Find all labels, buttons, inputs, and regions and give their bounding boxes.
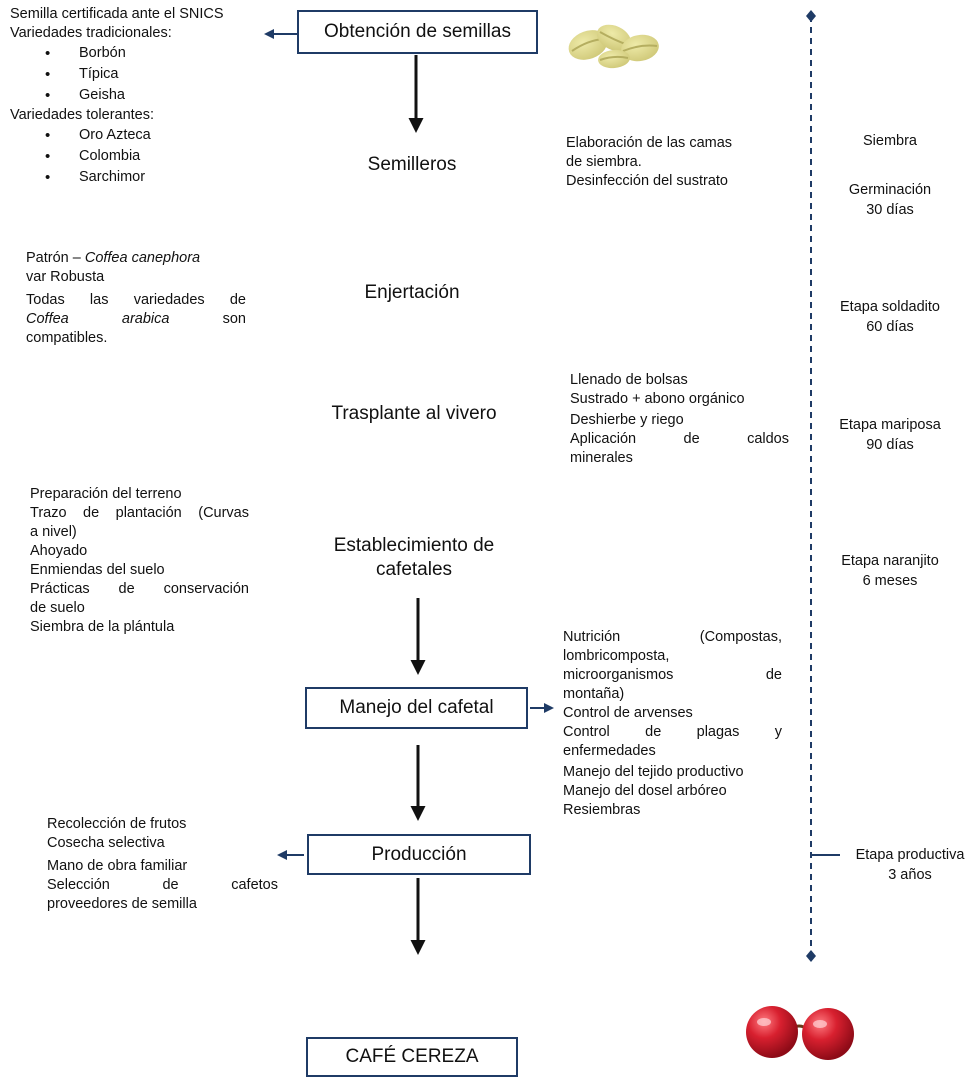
stage-establecimiento-label: Establecimiento de cafetales: [299, 534, 529, 582]
cherry-right: [802, 1008, 854, 1060]
establecimiento-line: Siembra de la plántula: [30, 619, 175, 635]
semilleros-notes: Elaboración de las camas de siembra. Des…: [566, 134, 732, 191]
establecimiento-line: a nivel): [30, 524, 77, 540]
trasplante-line: Sustrado + abono orgánico: [570, 391, 745, 407]
establecimiento-notes: Preparación del terreno Trazo de plantac…: [30, 485, 249, 637]
semilleros-line: Elaboración de las camas: [566, 135, 733, 151]
manejo-line: Control de arvenses: [563, 705, 693, 721]
manejo-line: Control de plagas y: [563, 724, 782, 740]
variety-item: Típica: [10, 64, 224, 85]
semilleros-line: Desinfección del sustrato: [566, 173, 728, 189]
manejo-line: microorganismos de: [563, 667, 782, 683]
produccion-line: proveedores de semilla: [47, 896, 197, 912]
timeline-mariposa: Etapa mariposa 90 días: [839, 417, 941, 453]
stage-enjertacion-label: Enjertación: [364, 282, 460, 303]
variety-item: Oro Azteca: [10, 125, 224, 146]
establecimiento-line: de suelo: [30, 600, 85, 616]
green-coffee-beans-icon: [568, 24, 659, 69]
establecimiento-line: Ahoyado: [30, 543, 88, 559]
stage-establecimiento-line2: cafetales: [375, 559, 453, 580]
tolerantes-list: Oro Azteca Colombia Sarchimor: [10, 125, 224, 188]
manejo-line: Manejo del dosel arbóreo: [563, 783, 727, 799]
stage-manejo-label: Manejo del cafetal: [339, 697, 494, 718]
variety-item: Sarchimor: [10, 167, 224, 188]
establecimiento-line: Preparación del terreno: [30, 486, 182, 502]
species-canephora: Coffea canephora: [84, 250, 201, 266]
trasplante-line: Deshierbe y riego: [570, 412, 684, 428]
semilleros-line: de siembra.: [566, 154, 642, 170]
enjertacion-line1: Patrón – Coffea canephora: [26, 250, 201, 266]
timeline-soldadito: Etapa soldadito 60 días: [840, 299, 940, 335]
stage-establecimiento-line1: Establecimiento de: [333, 535, 495, 556]
produccion-line: Recolección de frutos: [47, 816, 187, 832]
semillas-certificada: Semilla certificada ante el SNICS: [10, 6, 224, 22]
tradicionales-list: Borbón Típica Geisha: [10, 43, 224, 106]
manejo-line: Manejo del tejido productivo: [563, 764, 744, 780]
stage-semilleros-label: Semilleros: [367, 154, 457, 175]
semillas-notes: Semilla certificada ante el SNICS Varied…: [10, 5, 224, 188]
establecimiento-line: Prácticas de conservación: [30, 581, 249, 597]
stage-cafe-cereza-label: CAFÉ CEREZA: [345, 1046, 479, 1067]
stage-manejo-box: Manejo del cafetal: [305, 687, 528, 729]
tradicionales-title: Variedades tradicionales:: [10, 25, 172, 41]
stage-produccion-box: Producción: [307, 834, 531, 875]
trasplante-line: Llenado de bolsas: [570, 372, 688, 388]
manejo-notes: Nutrición (Compostas, lombricomposta, mi…: [563, 628, 782, 820]
bean-3: [621, 34, 659, 62]
tolerantes-title: Variedades tolerantes:: [10, 107, 155, 123]
cherry-left: [746, 1006, 798, 1058]
enjertacion-line5: compatibles.: [26, 330, 108, 346]
establecimiento-line: Trazo de plantación (Curvas: [30, 505, 249, 521]
variety-item: Borbón: [10, 43, 224, 64]
establecimiento-line: Enmiendas del suelo: [30, 562, 165, 578]
trasplante-line: minerales: [570, 450, 633, 466]
timeline-productiva: Etapa productiva 3 años: [855, 847, 965, 883]
manejo-line: lombricomposta,: [563, 648, 670, 664]
stage-obtencion-box: Obtención de semillas: [297, 10, 538, 54]
red-coffee-cherries-icon: [746, 1006, 854, 1060]
stage-obtencion-label: Obtención de semillas: [324, 21, 511, 42]
enjertacion-line4: Coffea arabica son: [26, 311, 246, 327]
enjertacion-line2: var Robusta: [26, 269, 105, 285]
timeline-end-marker: [806, 950, 816, 962]
stage-cafe-cereza-box: CAFÉ CEREZA: [306, 1037, 518, 1077]
produccion-line: Cosecha selectiva: [47, 835, 165, 851]
timeline-siembra: Siembra: [863, 133, 917, 149]
stage-trasplante-label: Trasplante al vivero: [331, 403, 497, 424]
timeline-start-marker: [806, 10, 816, 22]
timeline-naranjito: Etapa naranjito 6 meses: [841, 553, 939, 589]
trasplante-line: Aplicación de caldos: [570, 431, 789, 447]
manejo-line: enfermedades: [563, 743, 656, 759]
variety-item: Geisha: [10, 85, 224, 106]
produccion-line: Selección de cafetos: [47, 877, 278, 893]
manejo-line: Nutrición (Compostas,: [563, 629, 782, 645]
trasplante-notes: Llenado de bolsas Sustrado + abono orgán…: [570, 371, 789, 468]
stage-produccion-label: Producción: [371, 843, 467, 865]
manejo-line: montaña): [563, 686, 625, 702]
produccion-notes: Recolección de frutos Cosecha selectiva …: [47, 815, 278, 914]
bean-4: [598, 49, 630, 69]
timeline-germinacion: Germinación 30 días: [848, 182, 932, 218]
enjertacion-notes: Patrón – Coffea canephora var Robusta To…: [26, 249, 246, 348]
enjertacion-line3: Todas las variedades de: [26, 292, 246, 308]
produccion-line: Mano de obra familiar: [47, 858, 188, 874]
variety-item: Colombia: [10, 146, 224, 167]
manejo-line: Resiembras: [563, 802, 641, 818]
